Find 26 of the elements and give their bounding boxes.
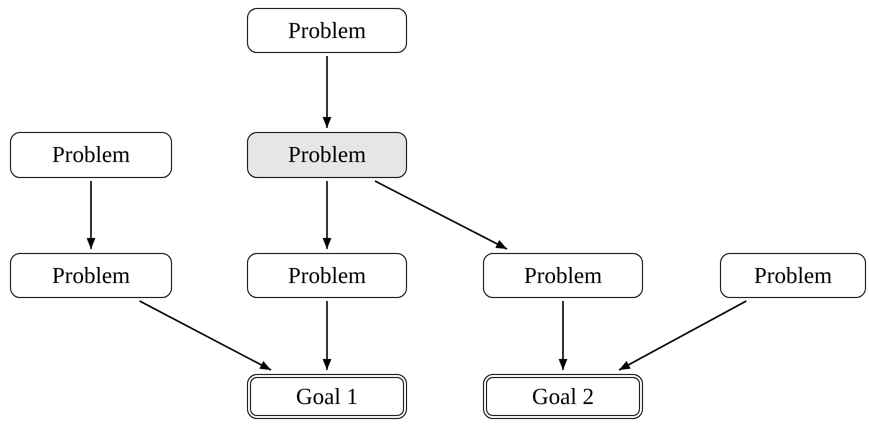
problem-box (483, 253, 643, 298)
node-label: Problem (288, 142, 366, 168)
arrow (322, 56, 332, 128)
node-label: Problem (52, 142, 130, 168)
node-label: Problem (288, 262, 366, 288)
node-label: Goal 1 (296, 384, 358, 410)
node-label: Problem (52, 262, 130, 288)
arrow (86, 181, 96, 249)
arrow (322, 301, 332, 370)
arrow (374, 180, 508, 250)
node-label: Problem (754, 262, 832, 288)
problem-box (10, 132, 172, 178)
goal-box (247, 374, 407, 419)
node-label: Goal 2 (532, 384, 594, 410)
arrow (618, 300, 747, 371)
node-label: Problem (288, 18, 366, 44)
problem-box (247, 8, 407, 53)
arrow (139, 300, 272, 371)
arrow (558, 301, 568, 370)
problem-box (10, 253, 172, 298)
node-label: Problem (524, 262, 602, 288)
arrow (322, 181, 332, 249)
goal-box (483, 374, 643, 419)
problem-box (247, 253, 407, 298)
problem-box (720, 253, 866, 298)
highlighted-problem-box (247, 132, 407, 178)
